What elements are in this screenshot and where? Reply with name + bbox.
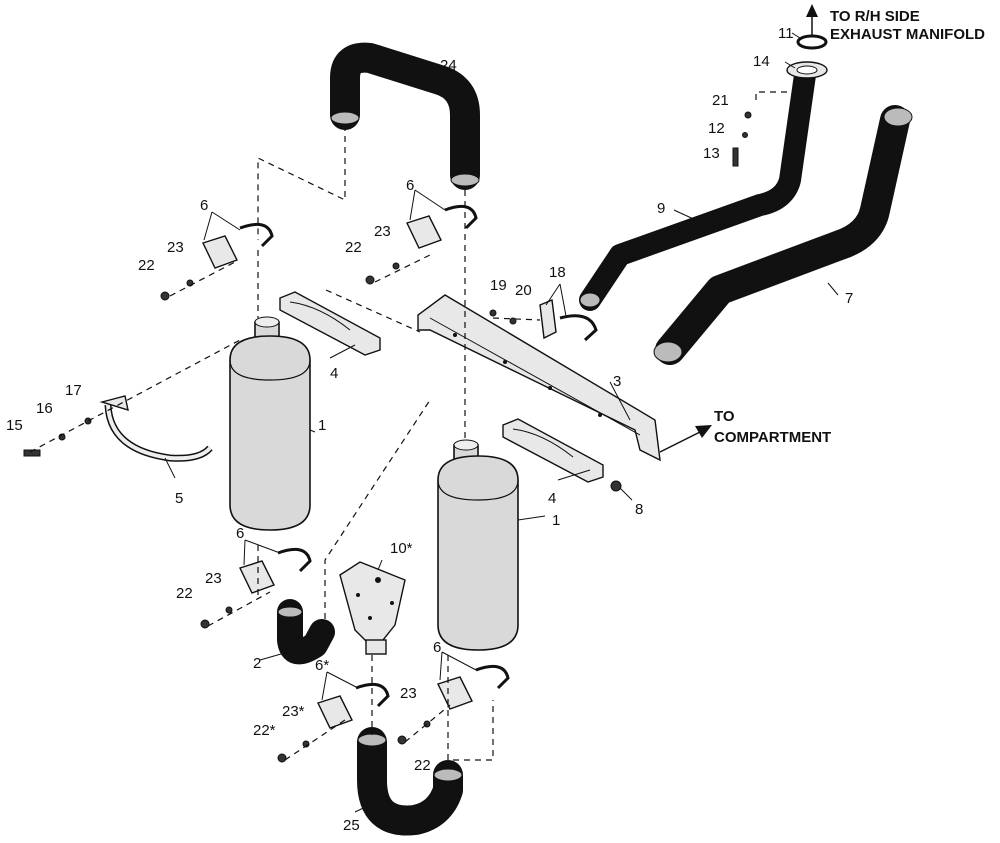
pipe-25 <box>357 727 463 836</box>
label-23-star: 23* <box>282 703 305 720</box>
note-to-rh-manifold: TO R/H SIDE EXHAUST MANIFOLD <box>830 8 985 43</box>
clamp-6-star <box>317 682 390 729</box>
label-25: 25 <box>343 817 360 834</box>
arrow-to-compartment <box>659 425 712 453</box>
label-4: 4 <box>330 365 338 382</box>
bracket-4-lower <box>502 418 604 483</box>
pipe-9 <box>579 64 816 311</box>
bracket-10 <box>339 561 406 655</box>
label-20: 20 <box>515 282 532 299</box>
svg-text:TO R/H SIDE: TO R/H SIDE <box>830 8 920 25</box>
svg-text:EXHAUST MANIFOLD: EXHAUST MANIFOLD <box>830 26 985 43</box>
strap-5 <box>99 395 213 462</box>
label-6: 6 <box>236 525 244 542</box>
leader-lines <box>164 32 839 813</box>
flange-14 <box>786 61 828 79</box>
alignment-lines <box>29 91 800 761</box>
label-22: 22 <box>176 585 193 602</box>
elbow-2 <box>277 599 335 665</box>
clamp-6-upper-mid <box>406 204 478 249</box>
label-21: 21 <box>712 92 729 109</box>
label-6-star: 6* <box>315 657 329 674</box>
label-1: 1 <box>552 512 560 529</box>
label-10-star: 10* <box>390 540 413 557</box>
label-3: 3 <box>613 373 621 390</box>
label-22: 22 <box>138 257 155 274</box>
muffler-right <box>437 439 519 651</box>
label-17: 17 <box>65 382 82 399</box>
part-labels: 24 6 6 23 22 23 22 19 20 18 4 3 1 17 16 … <box>6 25 853 834</box>
label-24: 24 <box>440 57 457 74</box>
label-6: 6 <box>200 197 208 214</box>
svg-text:COMPARTMENT: COMPARTMENT <box>714 429 831 446</box>
label-18: 18 <box>549 264 566 281</box>
label-23: 23 <box>205 570 222 587</box>
label-19: 19 <box>490 277 507 294</box>
label-15: 15 <box>6 417 23 434</box>
hardware <box>23 111 752 763</box>
label-22-star: 22* <box>253 722 276 739</box>
label-22: 22 <box>414 757 431 774</box>
label-23: 23 <box>167 239 184 256</box>
label-22: 22 <box>345 239 362 256</box>
label-12: 12 <box>708 120 725 137</box>
label-23: 23 <box>374 223 391 240</box>
label-14: 14 <box>753 53 770 70</box>
clamp-6-lower-left <box>239 547 312 594</box>
label-4: 4 <box>548 490 556 507</box>
pipe-24 <box>330 42 480 190</box>
pipe-7 <box>653 105 913 365</box>
label-23: 23 <box>400 685 417 702</box>
label-16: 16 <box>36 400 53 417</box>
bracket-4-upper <box>279 291 381 356</box>
label-7: 7 <box>845 290 853 307</box>
label-8: 8 <box>635 501 643 518</box>
label-9: 9 <box>657 200 665 217</box>
label-11: 11 <box>778 25 794 42</box>
label-6: 6 <box>406 177 414 194</box>
label-1: 1 <box>318 417 326 434</box>
label-6: 6 <box>433 639 441 656</box>
arrow-to-manifold <box>806 4 818 35</box>
label-5: 5 <box>175 490 183 507</box>
note-to-compartment: TO COMPARTMENT <box>714 408 831 446</box>
svg-text:TO: TO <box>714 408 735 425</box>
muffler-left <box>229 316 311 531</box>
clamp-6-upper-left <box>202 222 274 269</box>
clamp-6-lower-right <box>437 664 510 710</box>
label-2: 2 <box>253 655 261 672</box>
gasket-11 <box>796 34 828 50</box>
label-13: 13 <box>703 145 720 162</box>
